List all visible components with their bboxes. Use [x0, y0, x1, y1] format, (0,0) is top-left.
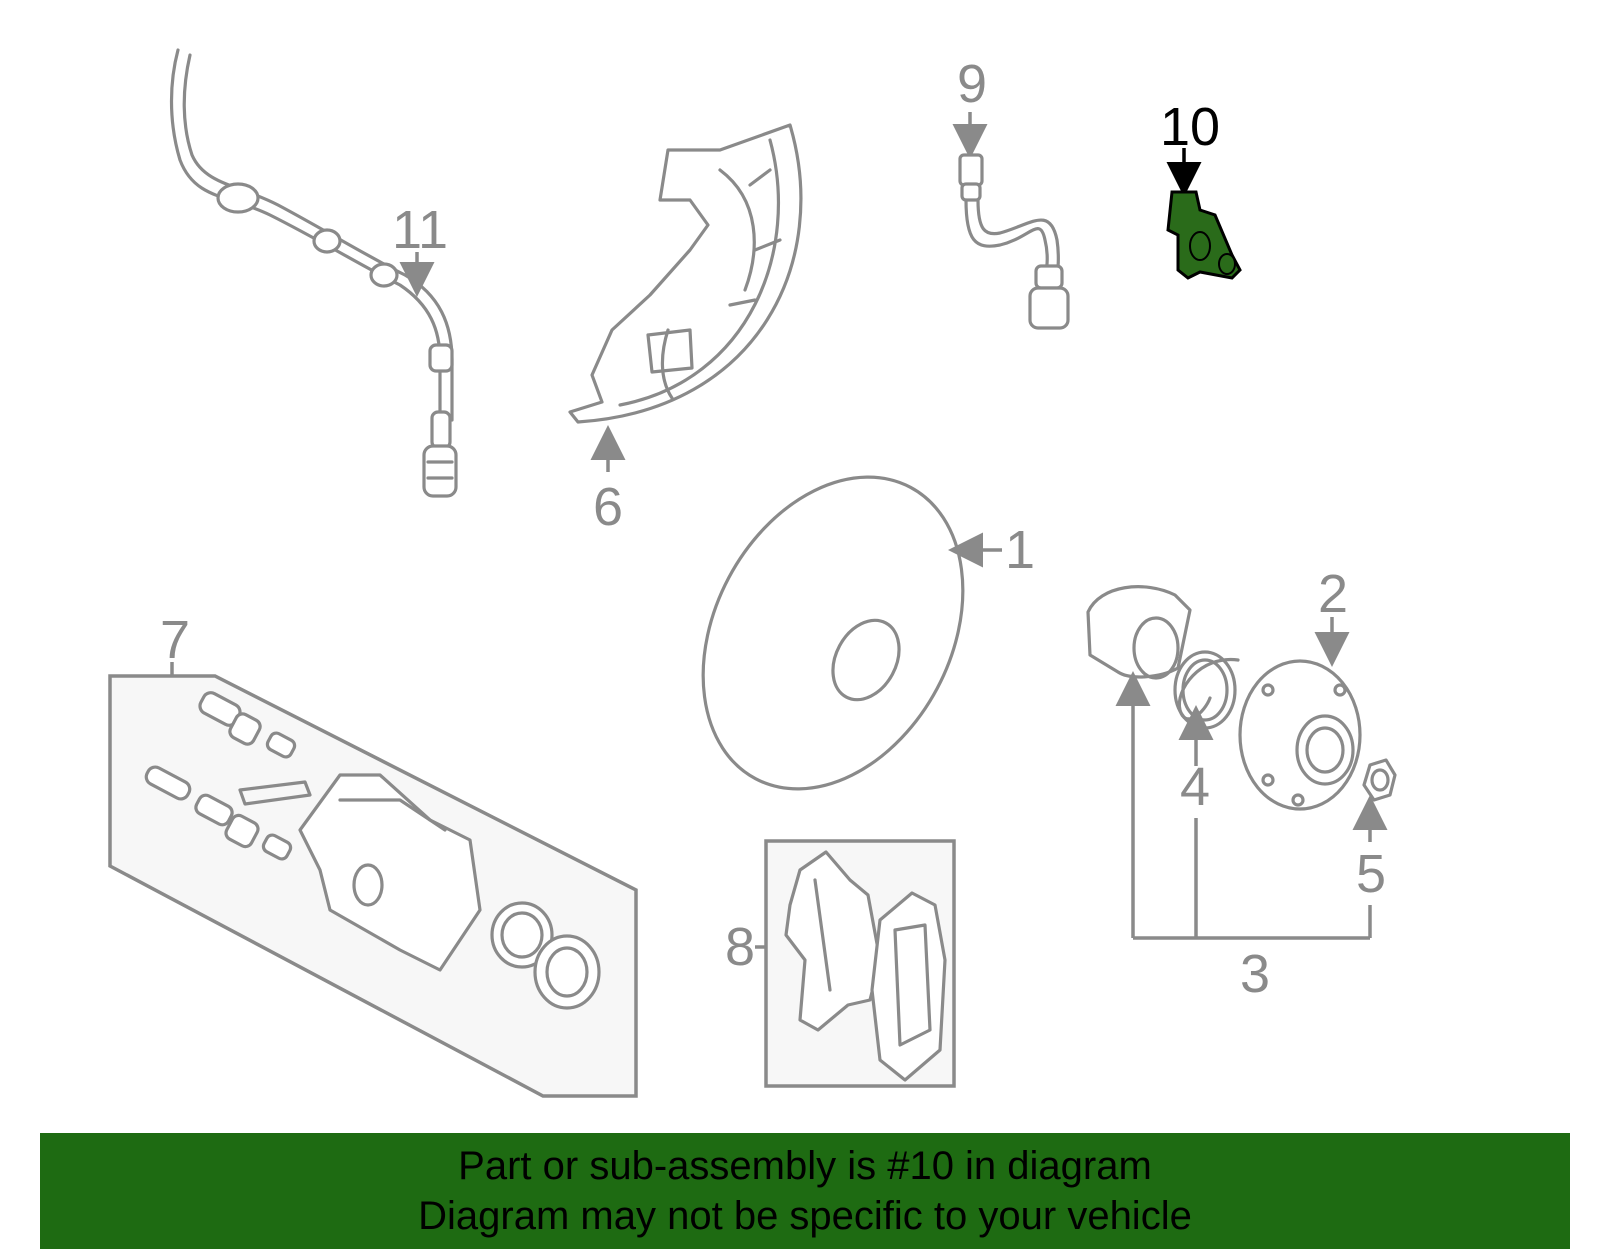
leader-3-bracket — [1115, 671, 1372, 940]
info-banner: Part or sub-assembly is #10 in diagram D… — [40, 1133, 1570, 1249]
brake-pads[interactable] — [764, 839, 956, 1088]
callout-11: 11 — [392, 200, 448, 260]
callout-7: 7 — [160, 610, 190, 670]
callout-10: 10 — [1160, 97, 1220, 157]
callout-1: 1 — [1005, 520, 1035, 580]
hub-bearing-assembly[interactable] — [1086, 585, 1397, 811]
callout-9: 9 — [957, 54, 987, 114]
callout-2: 2 — [1318, 564, 1348, 624]
banner-line-2: Diagram may not be specific to your vehi… — [418, 1194, 1192, 1238]
splash-shield[interactable] — [568, 123, 803, 424]
caliper-assembly[interactable] — [108, 674, 638, 1098]
callout-5: 5 — [1356, 844, 1386, 904]
abs-sensor-highlighted[interactable]: 10 — [1160, 97, 1242, 280]
callout-3: 3 — [1240, 944, 1270, 1004]
brake-hose[interactable]: 9 — [952, 54, 1070, 330]
abs-wire-harness[interactable] — [169, 48, 458, 498]
callout-8: 8 — [725, 917, 755, 977]
brake-rotor[interactable] — [651, 432, 1014, 834]
banner-line-1: Part or sub-assembly is #10 in diagram — [458, 1144, 1152, 1188]
callout-6: 6 — [593, 477, 623, 537]
callout-4: 4 — [1180, 757, 1210, 817]
